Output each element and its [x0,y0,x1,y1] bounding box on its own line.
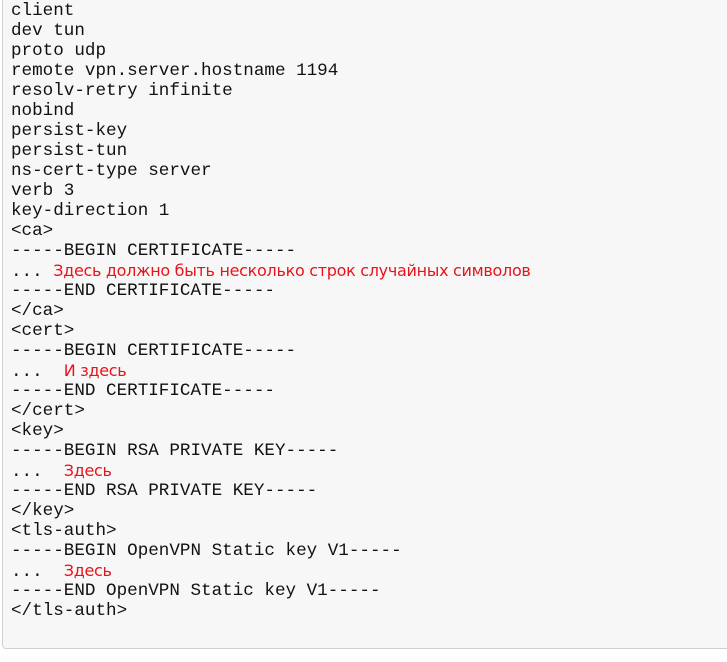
code-line: ... Здесь [11,461,531,482]
code-line: </cert> [11,401,531,421]
placeholder-note: И здесь [63,361,127,380]
code-line: -----END RSA PRIVATE KEY----- [11,481,531,501]
code-text: ns-cert-type server [11,161,212,181]
code-text: </ca> [11,301,64,321]
code-text: -----END CERTIFICATE----- [11,381,275,401]
code-text: -----BEGIN CERTIFICATE----- [11,341,297,361]
code-text: </key> [11,501,75,521]
code-text: resolv-retry infinite [11,81,233,101]
code-line: <cert> [11,321,531,341]
code-line: <key> [11,421,531,441]
code-line: dev tun [11,21,531,41]
code-text: nobind [11,101,75,121]
code-line: ... Здесь [11,561,531,582]
code-text: ... [11,462,64,482]
code-line: </key> [11,501,531,521]
code-line: <tls-auth> [11,521,531,541]
code-text: remote vpn.server.hostname 1194 [11,61,339,81]
placeholder-note: Здесь [63,461,112,480]
code-line: key-direction 1 [11,201,531,221]
code-line: ... Здесь должно быть несколько строк сл… [11,261,531,282]
code-line: -----END CERTIFICATE----- [11,381,531,401]
code-line: -----END CERTIFICATE----- [11,281,531,301]
code-line: -----END OpenVPN Static key V1----- [11,581,531,601]
code-text: -----END OpenVPN Static key V1----- [11,581,381,601]
code-text: dev tun [11,21,85,41]
code-text: proto udp [11,41,107,61]
code-line: proto udp [11,41,531,61]
placeholder-note: Здесь [63,561,112,580]
code-line: <ca> [11,221,531,241]
code-text: persist-key [11,121,128,141]
code-line: ... И здесь [11,361,531,382]
placeholder-note: Здесь должно быть несколько строк случай… [53,261,531,280]
code-line: ns-cert-type server [11,161,531,181]
code-text: -----END RSA PRIVATE KEY----- [11,481,318,501]
code-line: -----BEGIN OpenVPN Static key V1----- [11,541,531,561]
code-text: key-direction 1 [11,201,170,221]
code-text: ... [11,562,64,582]
code-text: -----END CERTIFICATE----- [11,281,275,301]
code-text: -----BEGIN OpenVPN Static key V1----- [11,541,402,561]
code-line: -----BEGIN RSA PRIVATE KEY----- [11,441,531,461]
code-line: nobind [11,101,531,121]
code-text: client [11,1,75,21]
code-text: <cert> [11,321,75,341]
code-line: verb 3 [11,181,531,201]
code-line: client [11,1,531,21]
code-line: remote vpn.server.hostname 1194 [11,61,531,81]
code-text: <tls-auth> [11,521,117,541]
code-line: persist-tun [11,141,531,161]
code-text: <key> [11,421,64,441]
code-line: -----BEGIN CERTIFICATE----- [11,241,531,261]
code-text: ... [11,362,64,382]
code-line: resolv-retry infinite [11,81,531,101]
code-line: </tls-auth> [11,601,531,621]
code-text: ... [11,262,54,282]
code-text: -----BEGIN RSA PRIVATE KEY----- [11,441,339,461]
code-line: -----BEGIN CERTIFICATE----- [11,341,531,361]
code-text: persist-tun [11,141,128,161]
code-text: -----BEGIN CERTIFICATE----- [11,241,297,261]
code-line: persist-key [11,121,531,141]
code-line: </ca> [11,301,531,321]
code-text: </cert> [11,401,85,421]
code-text: <ca> [11,221,54,241]
code-text: </tls-auth> [11,601,128,621]
code-text: verb 3 [11,181,75,201]
